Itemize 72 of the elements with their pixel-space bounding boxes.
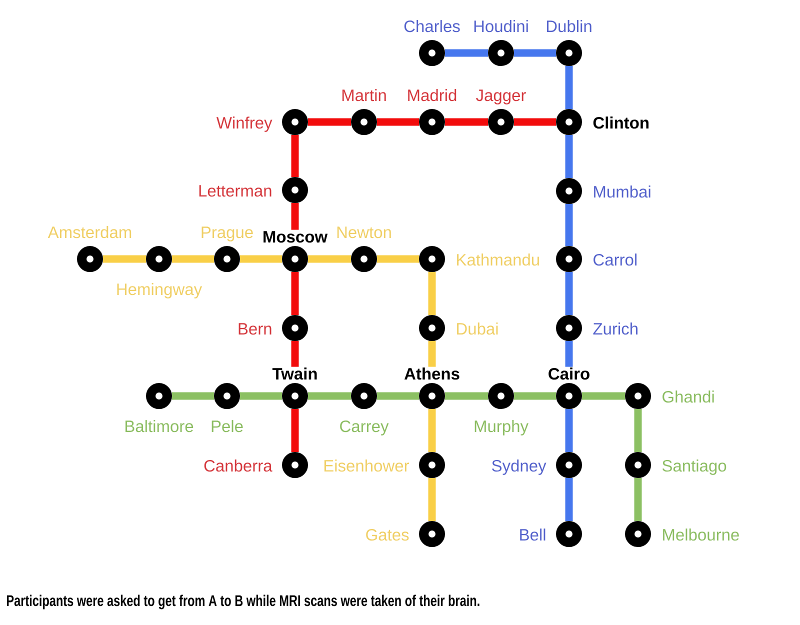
route-line <box>565 135 573 178</box>
caption: Participants were asked to get from A to B while MRI scans were taken of their brain. <box>7 594 480 610</box>
route-line <box>634 409 642 452</box>
route-line <box>634 478 642 521</box>
station-name: Carrol <box>594 254 637 266</box>
route-line <box>565 66 573 109</box>
station-name: Dublin <box>546 20 592 32</box>
station-name: Eisenhower <box>324 460 410 472</box>
route-line <box>565 341 573 367</box>
station-name: Jagger <box>476 90 526 104</box>
station-name: Sydney <box>492 460 546 475</box>
station-name: Prague <box>202 226 253 242</box>
station-name: Winfrey <box>216 116 272 132</box>
route-line <box>445 118 488 126</box>
station-name: Bell <box>520 528 546 541</box>
station-name: Baltimore <box>126 420 194 432</box>
station-name: Mumbai <box>594 186 650 198</box>
route-line <box>377 392 419 400</box>
route-line <box>240 255 282 263</box>
station-name: Kathmandu <box>457 254 539 266</box>
station-name: Clinton <box>593 116 648 129</box>
station-name: Carrey <box>340 420 389 436</box>
station-name: Canberra <box>204 460 272 472</box>
route-line <box>428 478 436 521</box>
route-line <box>291 135 299 177</box>
station-name: Martin <box>342 89 386 102</box>
route-line <box>308 255 351 263</box>
station-name: Athens <box>404 368 460 380</box>
station-name: Santiago <box>662 460 726 475</box>
station-name: Pele <box>212 420 243 432</box>
route-line <box>565 272 573 315</box>
station-name: Charles <box>404 20 460 32</box>
station-name: Melbourne <box>663 528 739 541</box>
station-name: Newton <box>337 226 391 238</box>
route-line <box>377 118 419 126</box>
station-name: Bern <box>238 323 272 335</box>
route-line <box>240 392 282 400</box>
station-name: Cairo <box>548 368 590 380</box>
route-line <box>514 49 556 57</box>
route-line <box>428 272 436 315</box>
route-line <box>172 255 214 263</box>
route-line <box>103 255 146 263</box>
route-line <box>565 409 573 452</box>
route-line <box>514 392 556 400</box>
route-line <box>565 478 573 521</box>
route-line <box>445 392 488 400</box>
route-line <box>514 118 556 126</box>
route-line <box>308 392 351 400</box>
route-line <box>582 392 625 400</box>
station-name: Madrid <box>408 89 456 102</box>
station-name: Twain <box>272 368 317 380</box>
route-line <box>445 49 488 57</box>
route-line <box>291 272 299 315</box>
route-line <box>377 255 419 263</box>
station-name: Houdini <box>474 20 528 32</box>
route-line <box>308 118 351 126</box>
station-name: Murphy <box>474 420 528 436</box>
station-name: Amsterdam <box>48 226 132 238</box>
station-name: Ghandi <box>662 390 714 403</box>
route-line <box>291 409 299 452</box>
route-line <box>565 204 573 246</box>
route-line <box>291 203 299 230</box>
station-name: Letterman <box>199 185 272 197</box>
route-line <box>172 392 214 400</box>
station-name: Zurich <box>593 322 638 335</box>
station-name: Gates <box>366 528 409 541</box>
route-line <box>291 341 299 367</box>
route-line <box>428 409 436 452</box>
station-name: Hemingway <box>117 283 202 298</box>
route-line <box>428 341 436 367</box>
station-name: Dubai <box>457 322 498 335</box>
station-name: Moscow <box>264 231 328 243</box>
